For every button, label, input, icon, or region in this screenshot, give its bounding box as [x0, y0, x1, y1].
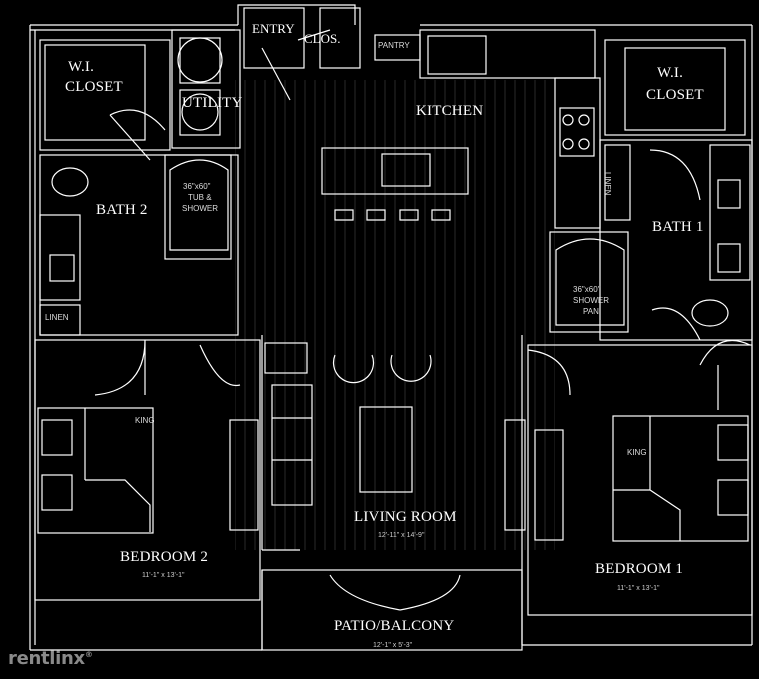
bedroom1-label: BEDROOM 1 [595, 561, 684, 577]
bedroom1-dim: 11'-1" x 13'-1" [617, 585, 660, 592]
rentlinx-watermark: rentlinx® [8, 648, 93, 669]
patio-balcony [261, 569, 523, 651]
shower-line3: PAN [583, 307, 599, 316]
entry-label: ENTRY [252, 21, 295, 36]
tub-line1: 36"x60" [183, 182, 211, 191]
king-left-label: KING [135, 416, 155, 425]
living-room-label: LIVING ROOM [354, 509, 457, 525]
bedroom1-room [527, 344, 753, 616]
kitchen-counter-top [419, 29, 596, 79]
utility-room [171, 29, 241, 149]
patio-label: PATIO/BALCONY [334, 618, 455, 634]
wi-closet-right-wall [624, 47, 726, 131]
wi-closet-left-line2: CLOSET [65, 79, 123, 95]
wi-closet-left-line1: W.I. [68, 59, 95, 75]
patio-dim: 12'-1" x 5'-3" [373, 642, 413, 649]
clos-label: CLOS. [304, 31, 341, 46]
bedroom2-room [34, 339, 261, 601]
king-right-label: KING [627, 448, 647, 457]
bedroom2-dim: 11'-1" x 13'-1" [142, 572, 185, 579]
bath2-label: BATH 2 [96, 202, 148, 218]
living-room-dim: 12'-11" x 14'-9" [378, 532, 425, 539]
kitchen-label: KITCHEN [416, 103, 484, 119]
wi-closet-left-wall [44, 44, 146, 141]
pantry-label: PANTRY [378, 41, 410, 50]
tub-line2: TUB & [188, 193, 212, 202]
bath1-label: BATH 1 [652, 219, 704, 235]
utility-label: UTILITY [182, 95, 243, 111]
bedroom2-label: BEDROOM 2 [120, 549, 209, 565]
living-floor-texture [235, 80, 555, 550]
wi-closet-right-line2: CLOSET [646, 87, 704, 103]
linen-left-label: LINEN [45, 313, 69, 322]
coffee-table [359, 406, 413, 493]
shower-line2: SHOWER [573, 296, 609, 305]
shower-line1: 36"x60" [573, 285, 601, 294]
tub-line3: SHOWER [182, 204, 218, 213]
linen-right-label: LINEN [603, 172, 612, 196]
wi-closet-right-line1: W.I. [657, 65, 684, 81]
sofa [271, 384, 313, 506]
kitchen-island [321, 147, 469, 195]
